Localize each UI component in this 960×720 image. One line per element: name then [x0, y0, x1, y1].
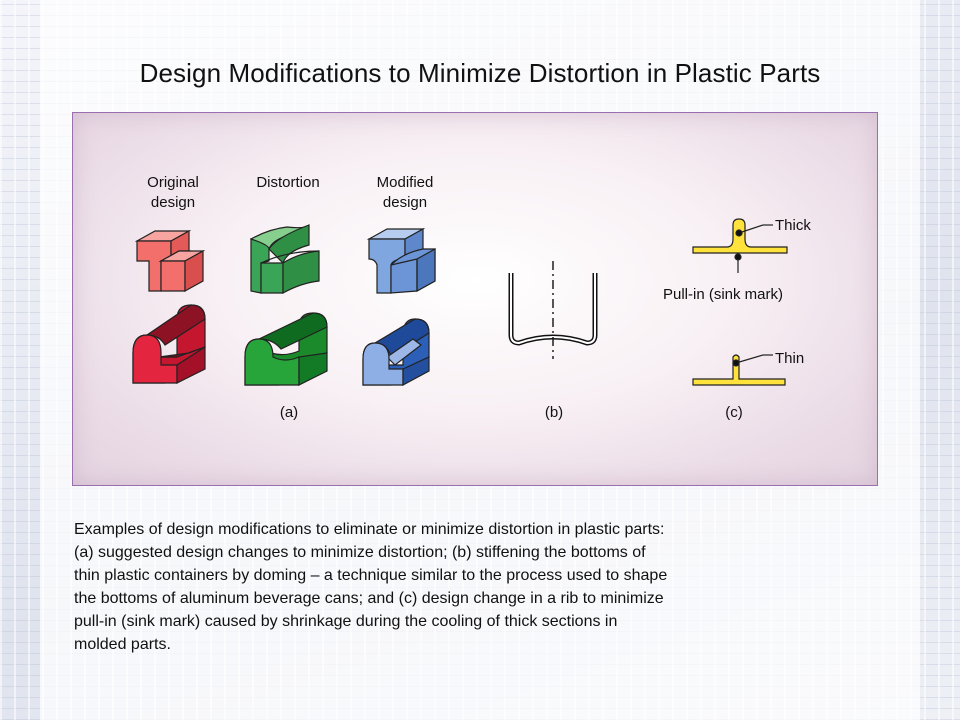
caption-line: (a) suggested design changes to minimize…	[74, 544, 646, 561]
figure-caption: Examples of design modifications to elim…	[74, 518, 894, 656]
thick-rib	[692, 218, 788, 273]
caption-line: the bottoms of aluminum beverage cans; a…	[74, 590, 664, 607]
t-block-modified	[366, 227, 436, 294]
caption-line: thin plastic containers by doming – a te…	[74, 567, 668, 584]
container-domed-bottom	[508, 261, 598, 359]
caption-line: molded parts.	[74, 636, 171, 653]
label-thin: Thin	[775, 350, 804, 367]
u-channel-modified	[362, 318, 430, 387]
label-pull-in: Pull-in (sink mark)	[663, 286, 783, 303]
label-distortion: Distortion	[256, 174, 319, 191]
figure-diagram: Original design Distortion Modified desi…	[132, 174, 811, 421]
panel-label-c: (c)	[725, 404, 743, 421]
label-modified-line1: Modified	[377, 174, 434, 191]
label-original-line1: Original	[147, 174, 199, 191]
t-block-distortion	[249, 224, 320, 295]
panel-label-b: (b)	[545, 404, 563, 421]
caption-line: Examples of design modifications to elim…	[74, 521, 665, 538]
label-thick: Thick	[775, 217, 811, 234]
u-channel-distortion	[244, 312, 328, 386]
slide-title: Design Modifications to Minimize Distort…	[139, 58, 821, 88]
t-block-original	[134, 229, 206, 293]
caption-line: pull-in (sink mark) caused by shrinkage …	[74, 613, 618, 630]
u-channel-original	[132, 304, 206, 384]
label-original-line2: design	[151, 194, 195, 211]
label-modified-line2: design	[383, 194, 427, 211]
figure-frame: Original design Distortion Modified desi…	[72, 112, 878, 486]
panel-label-a: (a)	[280, 404, 298, 421]
thin-rib	[692, 354, 786, 386]
